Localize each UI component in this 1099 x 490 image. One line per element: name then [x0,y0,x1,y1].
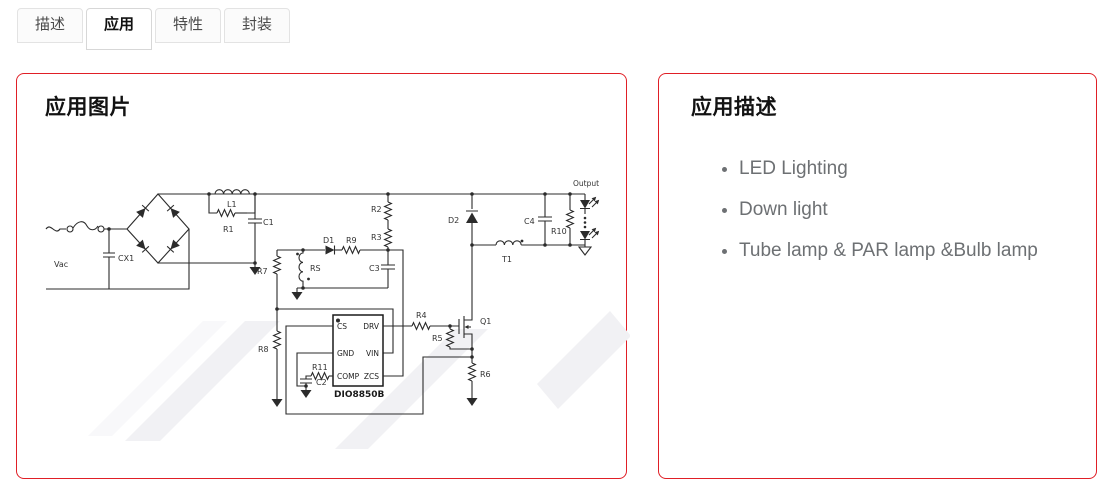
ic-pin-comp: COMP [337,372,360,381]
label-r10: R10 [551,227,567,236]
label-r1: R1 [223,225,234,234]
application-list: LED Lighting Down light Tube lamp & PAR … [691,156,1064,263]
label-r2: R2 [371,205,382,214]
application-image-panel: 应用图片 [16,73,630,479]
label-r8: R8 [258,345,269,354]
tab-description[interactable]: 描述 [17,8,84,43]
ic-pin-gnd: GND [337,349,354,358]
label-r7: R7 [257,267,268,276]
ic-pin-drv: DRV [363,322,380,331]
application-description-title: 应用描述 [691,96,777,119]
label-d1: D1 [323,236,334,245]
label-output: Output [573,179,599,188]
application-circuit-schematic: Vac CX1 L1 R1 C1 R2 R3 D1 R9 R7 RS C3 R8… [45,179,630,449]
label-c3: C3 [369,264,380,273]
ic-pin-cs: CS [337,322,347,331]
label-vac: Vac [54,260,68,269]
tab-package[interactable]: 封装 [224,8,291,43]
application-description-panel: 应用描述 LED Lighting Down light Tube lamp &… [658,73,1097,479]
label-r4: R4 [416,311,427,320]
tab-features[interactable]: 特性 [155,8,222,43]
ic-pin-zcs: ZCS [364,372,379,381]
watermark-logo [125,311,630,449]
label-t1: T1 [501,255,512,264]
application-list-item: LED Lighting [739,156,1064,181]
ic-pin-vin: VIN [366,349,379,358]
label-q1: Q1 [480,317,491,326]
application-tab-content: 应用图片 [16,73,1099,479]
label-c2: C2 [316,378,327,387]
ic-part-number: DIO8850B [334,390,385,400]
application-image-title: 应用图片 [45,96,131,119]
application-list-item: Tube lamp & PAR lamp &Bulb lamp [739,238,1064,263]
tab-application[interactable]: 应用 [86,8,153,50]
label-r11: R11 [312,363,328,372]
label-c1: C1 [263,218,274,227]
label-l1: L1 [227,200,237,209]
label-r3: R3 [371,233,382,242]
label-c4: C4 [524,217,535,226]
tab-bar: 描述 应用 特性 封装 [0,0,1099,50]
label-r5: R5 [432,334,443,343]
label-r9: R9 [346,236,357,245]
label-cx1: CX1 [118,254,134,263]
label-rs: RS [310,264,321,273]
label-r6: R6 [480,370,491,379]
application-list-item: Down light [739,197,1064,222]
label-d2: D2 [448,216,459,225]
